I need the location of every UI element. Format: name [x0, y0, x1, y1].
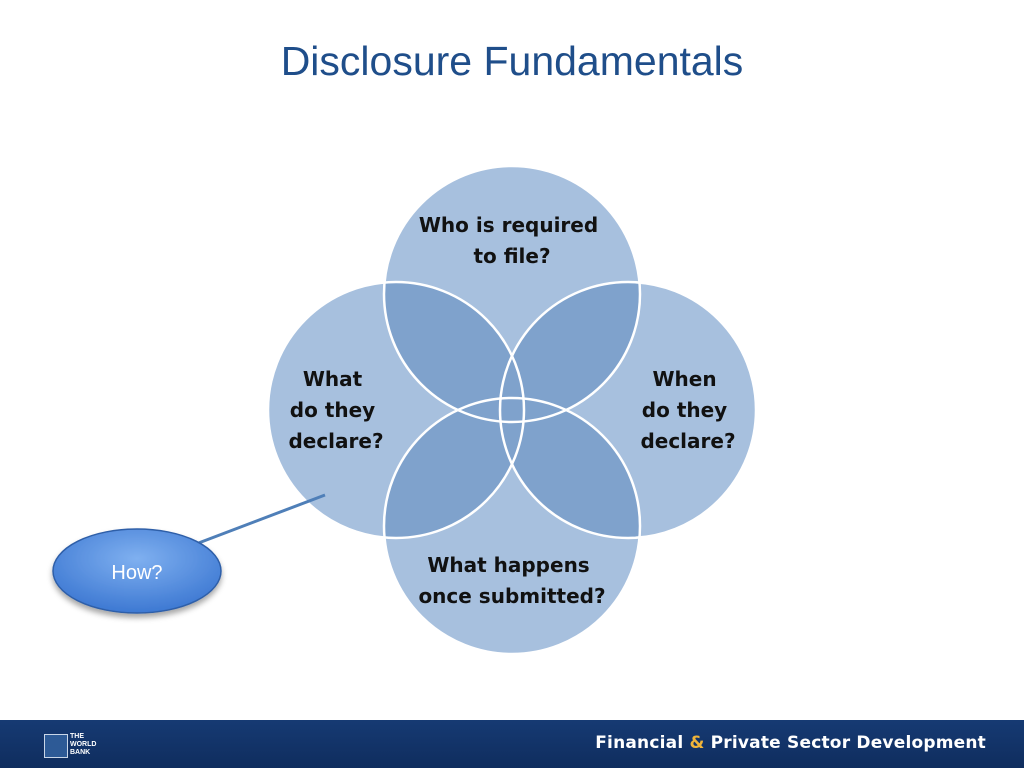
circle-outlines	[266, 164, 758, 656]
how-callout[interactable]: How?	[52, 528, 222, 614]
footer-brand: Financial & Private Sector Development	[595, 733, 986, 753]
circle-right-label: When do they declare?	[640, 367, 735, 453]
circle-bottom-label: What happens once submitted?	[418, 553, 605, 608]
footer-bar: THE WORLD BANK Financial & Private Secto…	[0, 720, 1024, 768]
circle-top-label: Who is required to file?	[419, 213, 605, 268]
callout-connector	[187, 493, 326, 549]
world-bank-globe-icon	[44, 734, 68, 758]
how-label: How?	[111, 562, 162, 584]
how-bubble[interactable]	[52, 528, 222, 614]
slide-title: Disclosure Fundamentals	[280, 38, 744, 84]
circle-left-label: What do they declare?	[288, 367, 383, 453]
venn-diagram: Who is required to file? What do they de…	[52, 164, 758, 656]
world-bank-logo-text: THE WORLD BANK	[70, 733, 97, 756]
